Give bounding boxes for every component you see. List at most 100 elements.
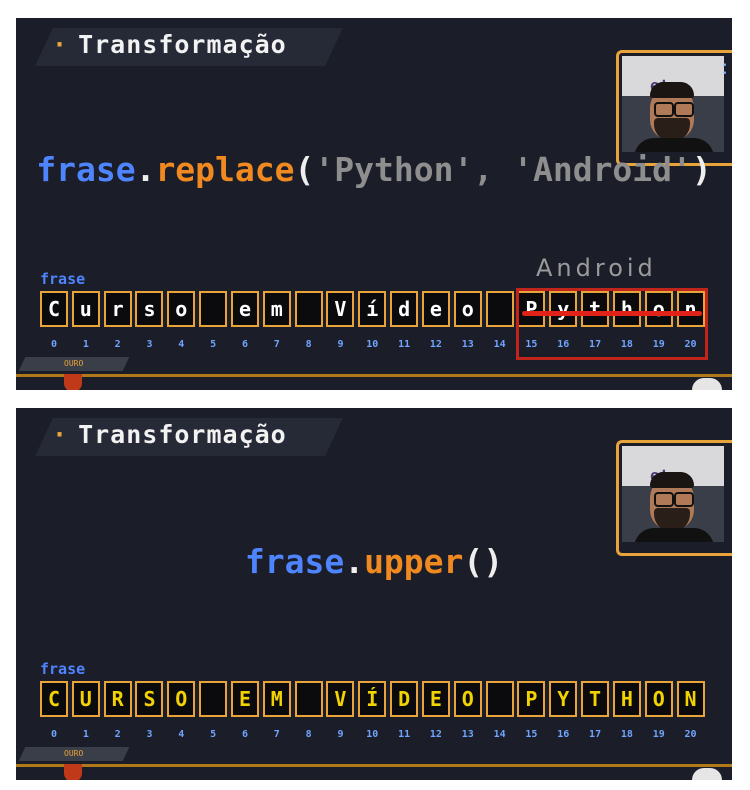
string-cell: E (421, 681, 450, 717)
section-title: ·Transformação (52, 30, 287, 59)
index-number: 3 (146, 339, 153, 350)
index-number: 10 (366, 339, 379, 350)
index-number: 0 (50, 339, 58, 350)
string-cell: S (135, 681, 164, 717)
string-cell (199, 291, 228, 327)
string-cell: P (517, 681, 546, 717)
string-cell: d (390, 291, 419, 327)
index-number: 20 (684, 339, 697, 350)
string-cell: E (230, 681, 259, 717)
string-cell: C (40, 681, 68, 717)
strikethrough-line (522, 311, 702, 316)
index-number: 4 (178, 729, 185, 740)
string-cell: Y (549, 681, 578, 717)
index-number: 5 (210, 729, 217, 740)
shield-icon (64, 374, 82, 390)
presenter-shirt (634, 138, 714, 152)
string-cell: m (262, 291, 291, 327)
video-frame-upper: ·Transformação et frase.upper() frase CU… (16, 408, 732, 780)
section-title-text: Transformação (78, 420, 287, 449)
presenter-hair (650, 82, 694, 98)
bottom-divider (16, 374, 732, 377)
index-number: 17 (589, 729, 602, 740)
string-cell: U (71, 681, 100, 717)
string-cell: o (167, 291, 196, 327)
code-dot: . (344, 542, 365, 581)
replacement-annotation: Android (536, 254, 657, 282)
heart-icon (692, 768, 722, 780)
index-number: 14 (493, 339, 506, 350)
code-object: frase (244, 542, 345, 581)
index-number: 6 (241, 729, 248, 740)
string-cell: M (262, 681, 291, 717)
string-cell: D (390, 681, 419, 717)
index-number: 8 (305, 339, 312, 350)
code-method: upper (364, 542, 464, 581)
index-number: 11 (398, 729, 411, 740)
rank-badge: OURO (18, 357, 130, 371)
index-number: 13 (461, 339, 474, 350)
index-number: 11 (398, 339, 411, 350)
string-cell (199, 681, 228, 717)
dots-icon: •• (722, 61, 728, 79)
index-number: 16 (557, 729, 570, 740)
glasses-left (654, 492, 674, 507)
rank-badge-label: OURO (64, 749, 84, 758)
string-cell: u (71, 291, 100, 327)
string-cell: N (676, 681, 705, 717)
code-arg-1: 'Python' (314, 150, 474, 189)
string-cell: O (167, 681, 196, 717)
webcam-frame (616, 50, 732, 166)
webcam-presenter: et (622, 446, 724, 542)
section-title: ·Transformação (52, 420, 287, 449)
index-number: 8 (305, 729, 312, 740)
index-number: 1 (82, 339, 89, 350)
glasses-left (654, 102, 674, 117)
index-number: 5 (210, 339, 217, 350)
index-number: 9 (337, 339, 344, 350)
variable-label: frase (40, 270, 86, 288)
code-arg-2: 'Android' (513, 150, 692, 189)
string-cell: R (103, 681, 132, 717)
string-cell (485, 681, 514, 717)
index-number: 9 (337, 729, 344, 740)
code-comma: , (473, 150, 514, 189)
string-cell: H (612, 681, 641, 717)
code-dot: . (135, 150, 156, 189)
index-number: 2 (114, 729, 121, 740)
title-bullet: · (52, 30, 69, 59)
index-number: 7 (273, 339, 280, 350)
index-number: 13 (461, 729, 474, 740)
variable-label: frase (40, 660, 86, 678)
code-object: frase (36, 150, 136, 189)
glasses-right (674, 102, 694, 117)
index-number: 17 (589, 339, 602, 350)
code-expression: frase.replace('Python', 'Android') (16, 150, 732, 189)
webcam-frame (616, 440, 732, 556)
rank-badge: OURO (18, 747, 130, 761)
string-cell (294, 681, 323, 717)
index-number: 7 (273, 729, 280, 740)
string-cell: T (581, 681, 610, 717)
highlight-box (516, 288, 708, 360)
glasses-right (674, 492, 694, 507)
bottom-divider (16, 764, 732, 767)
presenter-shirt (634, 528, 714, 542)
index-number: 4 (178, 339, 185, 350)
string-cell: h (612, 291, 641, 327)
index-number: 3 (146, 729, 153, 740)
string-cell: O (453, 681, 482, 717)
string-cell: O (644, 681, 673, 717)
code-paren-close: ) (691, 150, 712, 189)
index-number: 2 (114, 339, 121, 350)
string-cell: s (135, 291, 164, 327)
index-number: 18 (620, 339, 633, 350)
string-cell: í (358, 291, 387, 327)
webcam-presenter: et (622, 56, 724, 152)
string-cell: o (644, 291, 673, 327)
string-cell: C (40, 291, 68, 327)
